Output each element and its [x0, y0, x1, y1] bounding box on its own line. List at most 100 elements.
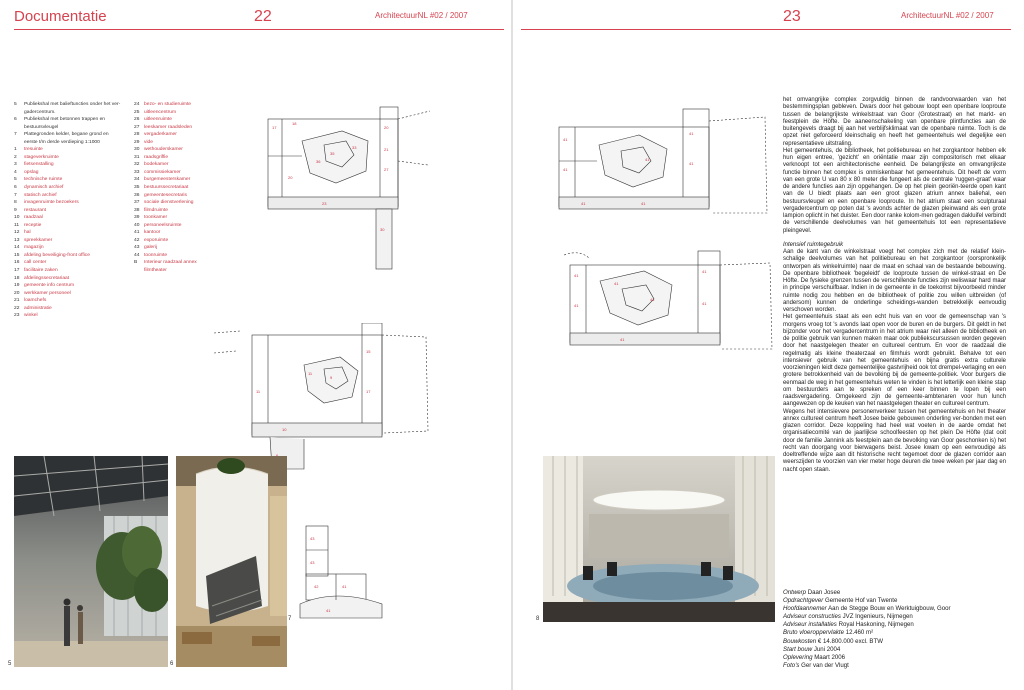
svg-text:30: 30	[380, 227, 385, 232]
svg-text:23: 23	[322, 201, 327, 206]
legend-number: 18	[14, 275, 20, 281]
photo-stair-tower	[176, 456, 287, 667]
legend-number: 7	[14, 192, 17, 198]
legend-item: gadercentrum.	[14, 109, 128, 117]
legend-number: B	[134, 260, 138, 266]
svg-text:41: 41	[689, 161, 694, 166]
right-header-rule	[521, 29, 1011, 30]
legend-label: loamchefs	[24, 298, 47, 304]
photo-council-chamber	[543, 456, 775, 622]
legend-label: afdelingssecretariaat	[24, 275, 70, 281]
legend-number: 19	[14, 283, 20, 289]
credit-line: Ontwerp Daan Josee	[783, 589, 1006, 597]
legend-column-1: 5 Publiekshal met balieftuncties onder he…	[14, 101, 128, 320]
svg-text:20: 20	[288, 175, 293, 180]
legend-label: opslag	[24, 169, 39, 175]
legend-item: 7 statisch archief	[14, 192, 128, 200]
svg-text:20: 20	[384, 125, 389, 130]
svg-text:41: 41	[342, 584, 347, 589]
legend-number: 4	[14, 169, 17, 175]
svg-text:41: 41	[702, 301, 707, 306]
svg-text:11: 11	[308, 371, 313, 376]
left-header-rule	[14, 29, 504, 30]
legend-number: 37	[134, 200, 140, 206]
legend-item: bestuursvleugel	[14, 124, 128, 132]
svg-text:11: 11	[256, 389, 261, 394]
credit-value: 12.460 m²	[845, 629, 874, 637]
legend-label: statisch archief	[24, 192, 57, 198]
legend-label: vide	[144, 139, 153, 145]
legend-number: 32	[134, 162, 140, 168]
svg-text:18: 18	[292, 121, 297, 126]
legend-label: afdeling beveiliging-front office	[24, 252, 90, 258]
credit-line: Opdrachtgever Gemeente Hof van Twente	[783, 597, 1006, 605]
credit-label: Adviseur installaties	[783, 621, 837, 629]
svg-text:41: 41	[650, 297, 655, 302]
legend-item: 4 opslag	[14, 169, 128, 177]
credit-label: Opdrachtgever	[783, 597, 824, 605]
figure-number-6: 6	[170, 661, 174, 667]
body-subheading: Intensief ruimtegebruik	[783, 241, 844, 248]
credit-value: JVZ Ingenieurs, Nijmegen	[842, 613, 913, 621]
legend-number: 30	[134, 147, 140, 153]
svg-text:41: 41	[574, 273, 579, 278]
legend-label: technische ruimte	[24, 177, 63, 183]
legend-label: Plattegronden kelder, begane grond en	[24, 132, 109, 138]
legend-number: 5	[14, 177, 17, 183]
credit-line: Adviseur installaties Royal Haskoning, N…	[783, 621, 1006, 629]
legend-number: 42	[134, 237, 140, 243]
legend-number: 39	[134, 215, 140, 221]
legend-number: 20	[14, 290, 20, 296]
legend-item: filmtheater	[134, 267, 234, 275]
legend-label: gemeentesecretaris	[144, 192, 187, 198]
legend-number: 34	[134, 177, 140, 183]
legend-number: 16	[14, 260, 20, 266]
svg-text:41: 41	[614, 281, 619, 286]
legend-number: 6	[14, 117, 17, 123]
legend-label: leeskamer raadsleden	[144, 124, 193, 130]
svg-text:43: 43	[310, 560, 315, 565]
credit-value: Juni 2004	[813, 645, 841, 653]
legend-number: 13	[14, 237, 20, 243]
legend-number: 44	[134, 252, 140, 258]
credit-value: Daan Josee	[807, 589, 841, 596]
legend-item: eerste t/m derde verdieping 1:1000	[14, 139, 128, 147]
legend-label: Publiekshal met balieftuncties onder het…	[24, 102, 121, 107]
right-magazine-issue: ArchitectuurNL #02 / 2007	[901, 11, 994, 20]
legend-number: 26	[134, 117, 140, 123]
legend-label: toonruimte	[144, 252, 168, 258]
legend-number: 35	[134, 185, 140, 191]
legend-number: 25	[134, 109, 140, 115]
svg-text:41: 41	[563, 137, 568, 142]
credit-line: Adviseur constructies JVZ Ingenieurs, Ni…	[783, 613, 1006, 621]
svg-text:41: 41	[574, 303, 579, 308]
legend-item: 39 toonkamer	[134, 214, 234, 222]
body-paragraph: Het gemeentehuis, de bibliotheek, het po…	[783, 147, 1006, 234]
svg-text:21: 21	[384, 147, 389, 152]
legend-number: 7	[14, 132, 17, 138]
svg-text:41: 41	[326, 608, 331, 613]
body-paragraph: Aan de kant van de winkelstraat voegt he…	[783, 249, 1006, 313]
figure-number-8: 8	[536, 616, 540, 622]
legend-label: toonkamer	[144, 215, 168, 221]
svg-text:41: 41	[581, 201, 586, 206]
